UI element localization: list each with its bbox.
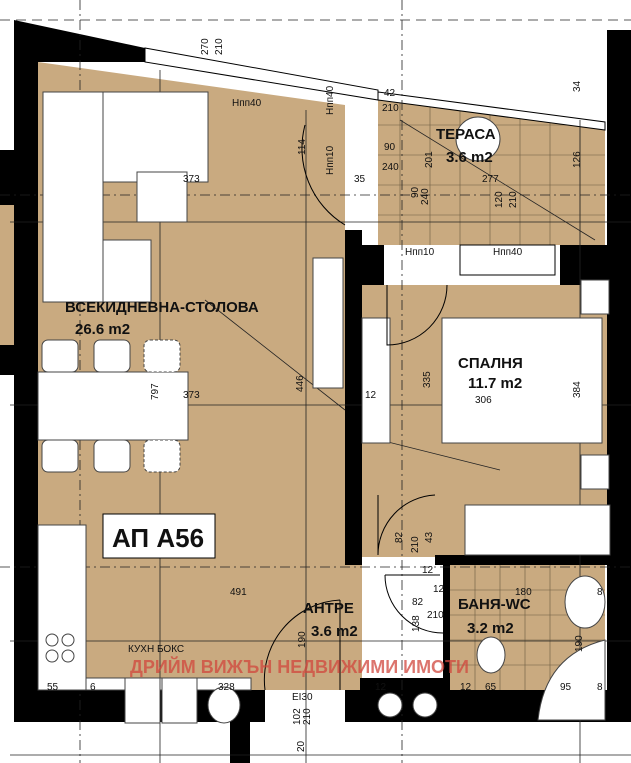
bedroom-desk [464,504,611,556]
dimension-label: Нпп10 [405,247,435,258]
dimension-label: 82 [412,597,424,608]
dimension-label: Нпп10 [325,145,336,175]
dimension-label: 190 [297,631,308,648]
dimension-label: 35 [354,174,366,185]
dimension-label: 90 [410,186,421,198]
room-area-hall: 3.6 m2 [311,623,358,640]
dimension-label: 8 [597,587,603,598]
room-area-bedroom: 11.7 m2 [468,375,522,392]
dimension-label: 55 [47,682,59,693]
dimension-label: 373 [183,390,200,401]
kitchen-counter [37,524,87,691]
terrace-table [455,116,501,162]
dining-table [37,371,189,441]
dimension-label: 328 [218,682,235,693]
dimension-label: 373 [183,174,200,185]
furniture [37,91,611,724]
dimension-label: 34 [572,80,583,92]
dimension-label: 138 [411,615,422,632]
dimension-label: EI30 [292,692,313,703]
unit-label-box [102,513,216,559]
dimension-label: 42 [384,88,396,99]
dimension-label: 102 [292,708,303,725]
room-name-terrace: ТЕРАСА [436,126,496,143]
dimension-label: 210 [410,536,421,553]
washbasin [564,575,606,629]
dimension-label: Нпп40 [493,247,523,258]
dimension-label: 12 [433,584,445,595]
dimension-label: 240 [420,188,431,205]
watermark: ДРИЙМ ВИЖЪН НЕДВИЖИМИ ИМОТИ [130,656,469,677]
room-area-bathroom: 3.2 m2 [467,620,514,637]
windows [144,47,606,276]
unit-label: АП А56 [112,523,204,553]
toilet [476,636,506,674]
dimension-label: 335 [422,371,433,388]
dimension-label: 82 [394,531,405,543]
dimension-label: 180 [515,587,532,598]
dimension-label: 20 [296,740,307,752]
sofa [42,91,104,303]
dimension-label: 90 [384,142,396,153]
neighbour-floor-left [0,205,14,345]
dimension-label: 210 [508,191,519,208]
tv-unit [312,257,344,389]
dimension-label: 114 [297,139,308,155]
dimension-label: 240 [382,162,399,173]
dimension-label: Нпп40 [232,98,262,109]
dimension-label: 277 [482,174,499,185]
dimension-label: 43 [424,531,435,543]
dimension-label: 12 [365,390,377,401]
dimension-label: 210 [427,610,444,621]
dimension-label: 126 [572,151,583,168]
dimension-label: 12 [460,682,472,693]
room-name-bathroom: БАНЯ-WC [458,596,531,613]
doors [263,124,448,691]
room-name-bedroom: СПАЛНЯ [458,355,523,372]
dimension-label: 210 [382,103,399,114]
dimension-label: 95 [560,682,572,693]
room-area-terrace: 3.6 m2 [446,149,493,166]
dimension-label: 384 [572,381,583,398]
room-name-living: ВСЕКИДНЕВНА-СТОЛОВА [65,299,259,316]
wardrobe [361,317,391,444]
dimension-label: 12 [375,682,387,693]
dimension-label: 797 [150,383,161,400]
dimension-label: 306 [475,395,492,406]
room-area-living: 26.6 m2 [75,321,130,338]
dimension-label: 12 [422,565,434,576]
room-name-hall: АНТРЕ [303,600,354,617]
shower [537,639,606,721]
dimension-label: 8 [597,682,603,693]
dimension-label: 446 [295,375,306,392]
kitchen-label: КУХН БОКС [128,644,184,655]
dimension-label: 270 [200,38,211,55]
dimension-label: 491 [230,587,247,598]
dimension-label: 210 [302,708,313,725]
coffee-table [136,171,188,223]
dimension-label: 65 [485,682,497,693]
terrace-floor [378,95,605,245]
bed [441,317,603,444]
dimension-label: 201 [424,151,435,168]
dimension-label: 6 [90,682,96,693]
dimension-label: Нпп40 [325,85,336,115]
dimension-label: 210 [214,38,225,55]
dimension-label: 120 [494,191,505,208]
dimension-label: 190 [574,635,585,652]
